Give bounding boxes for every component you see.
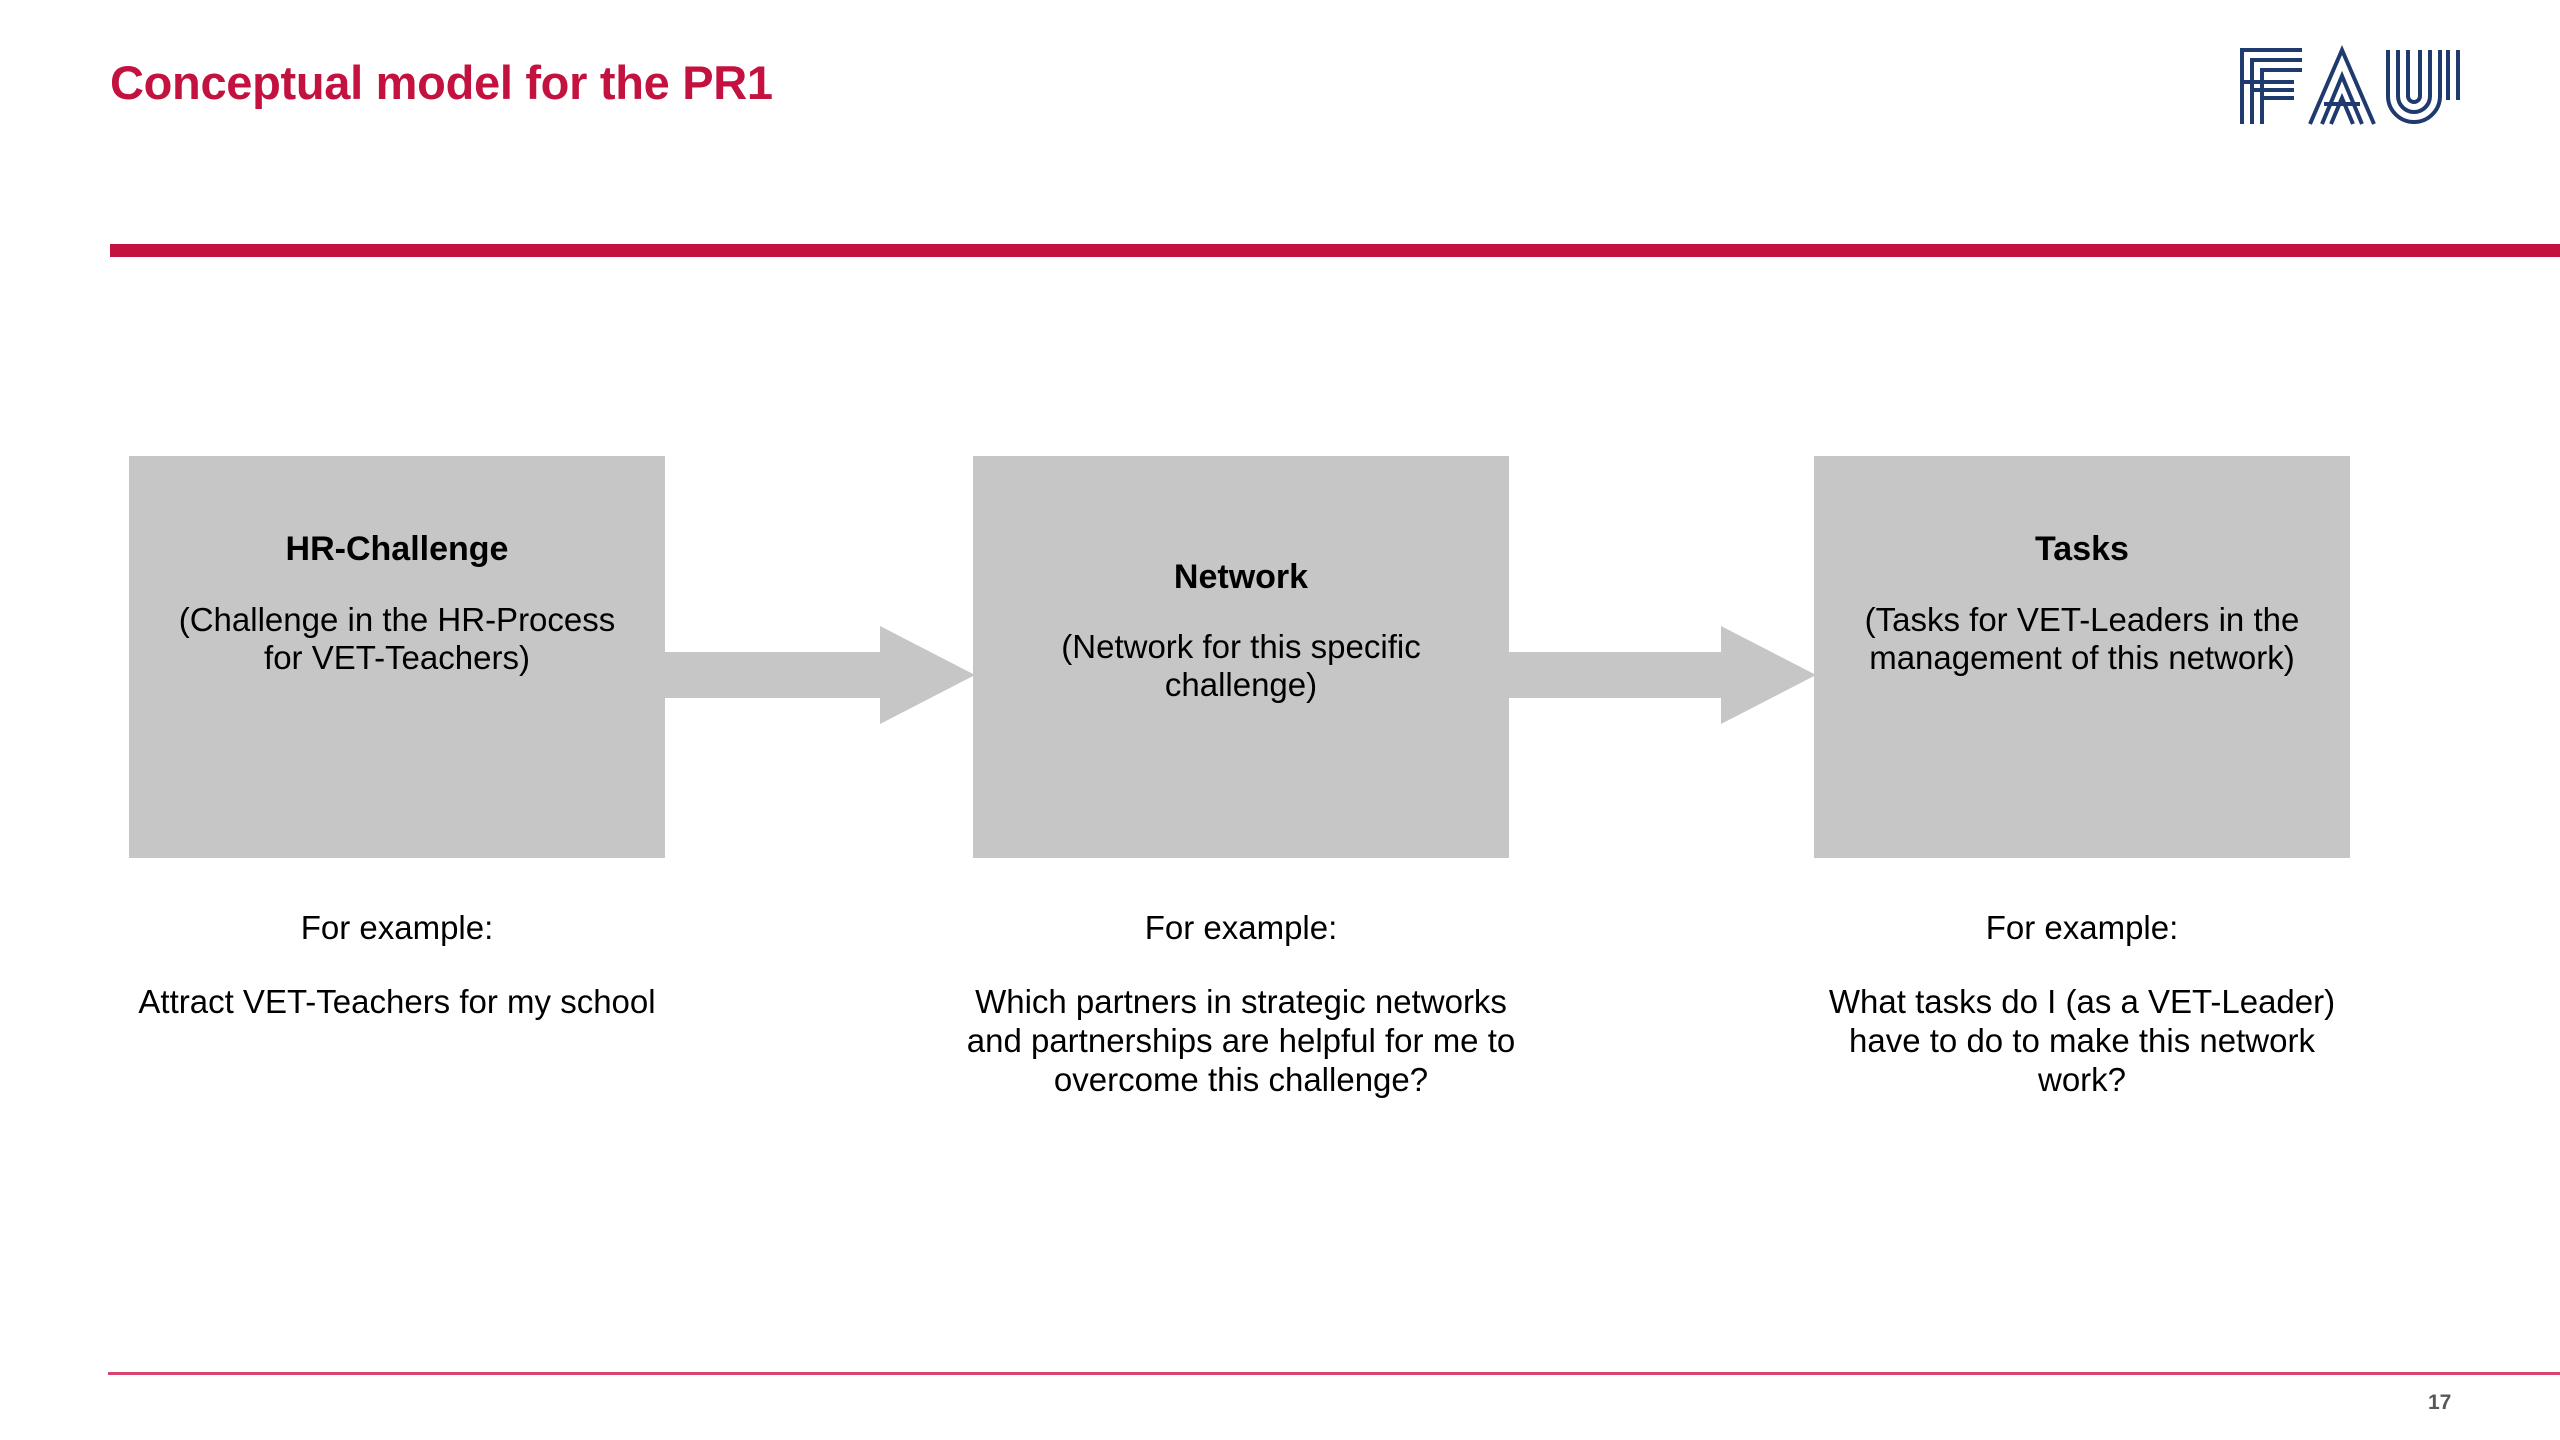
example-label: For example: (1144, 909, 1338, 946)
header-rule (110, 244, 2560, 257)
stage-subtitle: (Challenge in the HR-Process for VET-Tea… (178, 600, 616, 677)
arrow-right-icon (1508, 626, 1816, 724)
page-number: 17 (2428, 1391, 2452, 1414)
example-column-tasks: For example: What tasks do I (as a VET-L… (1784, 908, 2380, 1099)
stage-box-hr-challenge: HR-Challenge (Challenge in the HR-Proces… (129, 456, 665, 858)
example-label: For example: (1985, 909, 2179, 946)
stage-heading: Network (1173, 558, 1309, 596)
stage-heading: HR-Challenge (285, 530, 509, 568)
arrow-right-icon (665, 626, 975, 724)
example-label: For example: (300, 909, 494, 946)
fau-logo-icon (2232, 40, 2472, 128)
stage-subtitle: (Network for this specific challenge) (1061, 627, 1421, 704)
example-column-network: For example: Which partners in strategic… (943, 908, 1539, 1099)
stage-box-tasks: Tasks (Tasks for VET-Leaders in the mana… (1814, 456, 2350, 858)
example-column-hr-challenge: For example: Attract VET-Teachers for my… (99, 908, 695, 1021)
footer-rule (108, 1372, 2560, 1375)
example-text: Which partners in strategic networks and… (966, 982, 1516, 1099)
stage-box-network: Network (Network for this specific chall… (973, 456, 1509, 858)
page-title: Conceptual model for the PR1 (110, 56, 773, 109)
example-text: Attract VET-Teachers for my school (138, 982, 656, 1020)
example-text: What tasks do I (as a VET-Leader) have t… (1828, 982, 2336, 1099)
stage-heading: Tasks (2035, 530, 2129, 568)
stage-subtitle: (Tasks for VET-Leaders in the management… (1864, 600, 2300, 677)
